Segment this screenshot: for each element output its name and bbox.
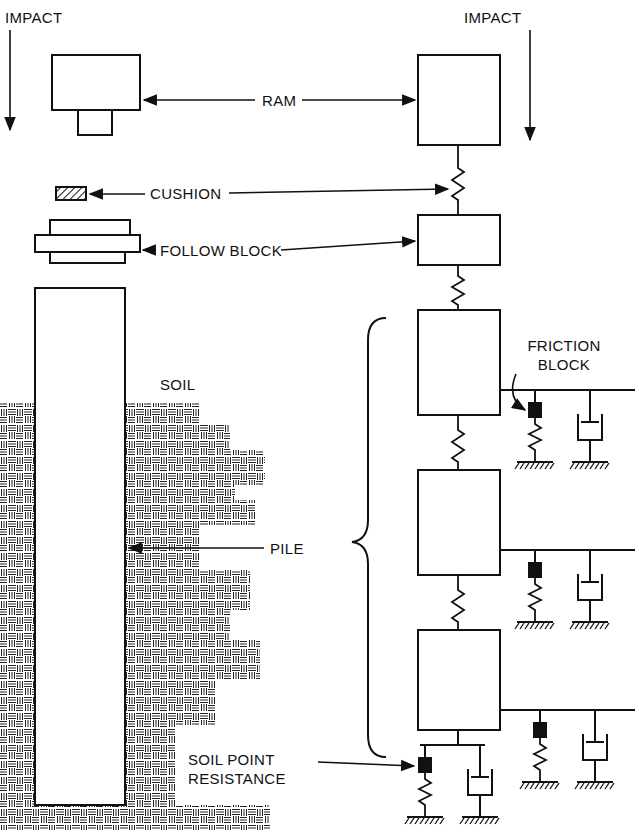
part-label: CUSHION — [150, 184, 221, 203]
part-label: FOLLOW BLOCK — [160, 241, 282, 260]
physical-pile-system — [35, 55, 140, 805]
impact-label: IMPACT — [5, 8, 62, 27]
leader-arrows — [10, 30, 530, 766]
impact-label: IMPACT — [464, 8, 521, 27]
part-label: FRICTION BLOCK — [518, 336, 610, 374]
part-label: PILE — [270, 539, 304, 558]
pile-bracket — [352, 318, 386, 757]
part-label: SOIL POINT RESISTANCE — [188, 750, 313, 788]
soil-springs-dashpots — [405, 390, 614, 824]
lumped-mass-model — [418, 55, 635, 745]
part-label: RAM — [262, 91, 296, 110]
part-label: SOIL — [160, 375, 195, 394]
